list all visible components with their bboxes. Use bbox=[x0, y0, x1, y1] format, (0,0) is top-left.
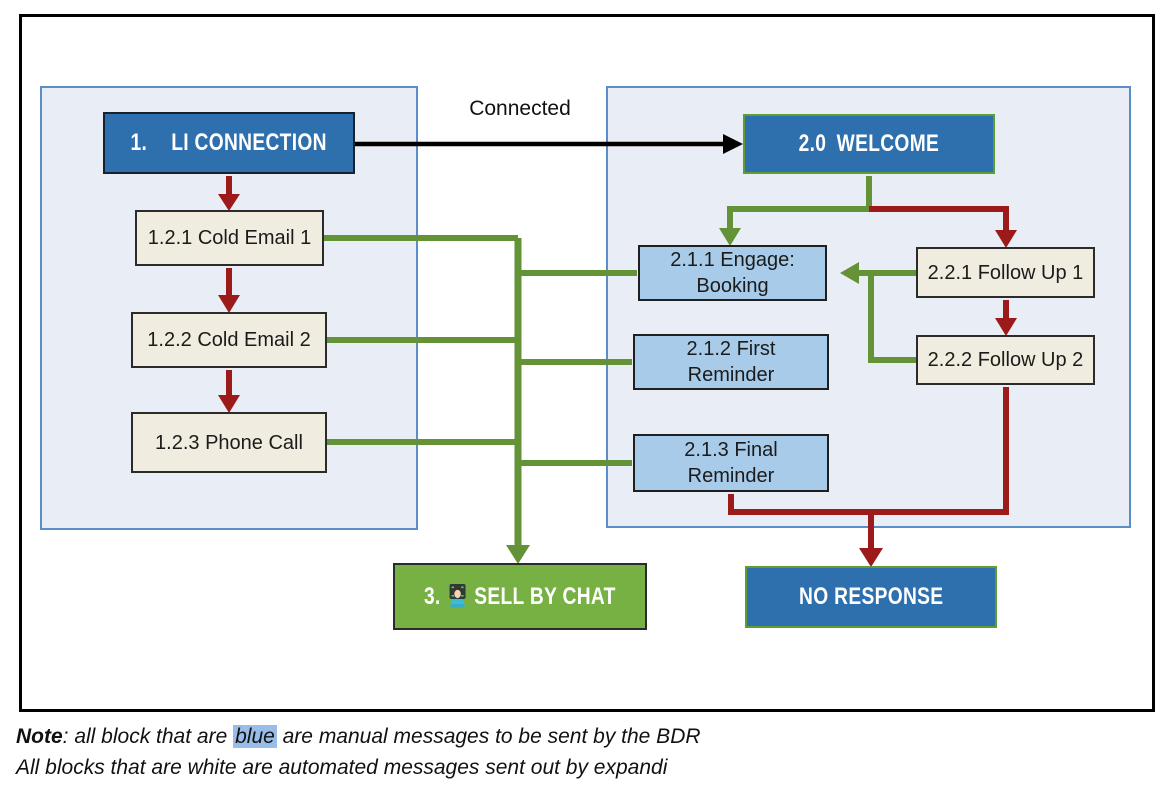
node-phone-call: 1.2.3 Phone Call bbox=[131, 412, 327, 473]
technologist-emoji-icon bbox=[449, 583, 466, 607]
node-label: 1.2.1 Cold Email 1 bbox=[147, 227, 312, 249]
note-line-1: Note: all block that are blue are manual… bbox=[16, 725, 701, 748]
node-label: 1.2.2 Cold Email 2 bbox=[147, 329, 311, 351]
highlighted-word-blue: blue bbox=[233, 725, 277, 748]
node-cold-email-2: 1.2.2 Cold Email 2 bbox=[131, 312, 327, 368]
node-welcome: 2.0 WELCOME bbox=[743, 114, 995, 174]
note-text: Note: all block that are blue are manual… bbox=[16, 721, 1136, 783]
node-label: 2.2.1 Follow Up 1 bbox=[927, 261, 1084, 284]
arrow-followup1-to-followup2 bbox=[995, 300, 1017, 336]
arrow-li-to-cold1 bbox=[218, 176, 240, 211]
node-label: 2.2.2 Follow Up 2 bbox=[927, 349, 1084, 371]
node-follow-up-1: 2.2.1 Follow Up 1 bbox=[916, 247, 1095, 298]
node-label: SELL BY CHAT bbox=[474, 582, 616, 610]
node-sell-by-chat: 3. SELL BY CHAT bbox=[393, 563, 647, 630]
node-first-reminder: 2.1.2 First Reminder bbox=[633, 334, 829, 390]
arrow-trunk-to-sell-by-chat bbox=[506, 238, 530, 564]
node-follow-up-2: 2.2.2 Follow Up 2 bbox=[916, 335, 1095, 385]
arrow-cold1-to-cold2 bbox=[218, 268, 240, 313]
arrow-followup2-to-engage bbox=[840, 262, 916, 363]
arrow-cold2-to-cold3 bbox=[218, 370, 240, 413]
node-number: 3. bbox=[424, 582, 441, 610]
node-number: 1. bbox=[130, 129, 148, 156]
arrow-welcome-to-followup1 bbox=[869, 206, 1017, 248]
node-label: WELCOME bbox=[836, 130, 940, 157]
node-label: 2.1.2 First Reminder bbox=[686, 338, 776, 386]
arrow-welcome-to-engage bbox=[719, 176, 872, 246]
note-line-2: All blocks that are white are automated … bbox=[16, 756, 668, 779]
node-final-reminder: 2.1.3 Final Reminder bbox=[633, 434, 829, 492]
node-label: 2.1.3 Final Reminder bbox=[684, 439, 778, 487]
node-label: NO RESPONSE bbox=[798, 583, 944, 610]
node-li-connection: 1. LI CONNECTION bbox=[103, 112, 355, 174]
node-label: LI CONNECTION bbox=[171, 129, 328, 156]
node-number: 2.0 bbox=[798, 130, 827, 157]
node-engage-booking: 2.1.1 Engage: Booking bbox=[638, 245, 827, 301]
node-label: 1.2.3 Phone Call bbox=[155, 431, 303, 454]
node-label: 2.1.1 Engage: Booking bbox=[670, 249, 795, 297]
arrow-merge-to-no-response bbox=[859, 512, 883, 567]
note-prefix: Note bbox=[16, 725, 63, 748]
node-cold-email-1: 1.2.1 Cold Email 1 bbox=[135, 210, 324, 266]
connected-label: Connected bbox=[469, 97, 571, 120]
node-no-response: NO RESPONSE bbox=[745, 566, 997, 628]
arrow-connected bbox=[355, 134, 743, 154]
